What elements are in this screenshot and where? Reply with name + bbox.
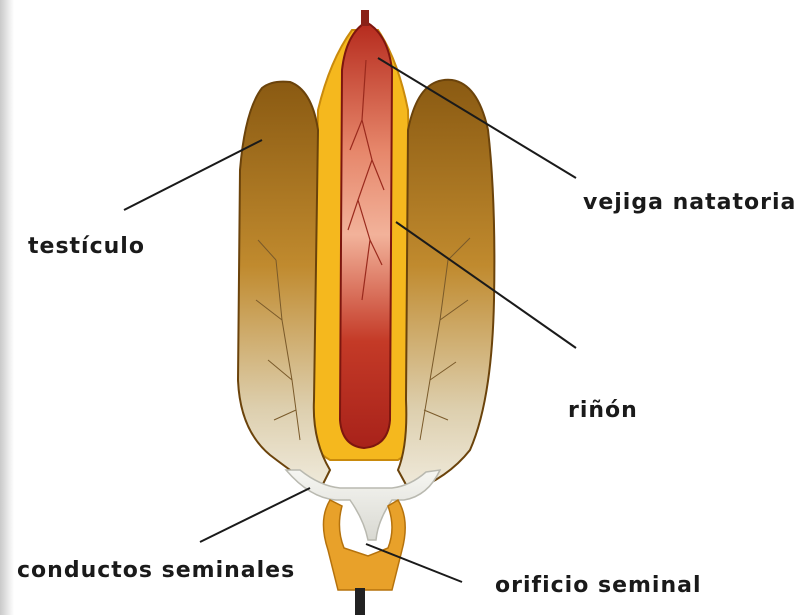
label-orificio-seminal: orificio seminal bbox=[495, 573, 702, 598]
left-testis bbox=[238, 82, 330, 490]
kidney bbox=[340, 22, 392, 448]
seminal-ducts bbox=[286, 470, 440, 540]
leader-conductos bbox=[200, 488, 310, 542]
label-testiculo: testículo bbox=[28, 234, 145, 259]
tail-stub bbox=[355, 588, 365, 615]
label-vejiga-natatoria: vejiga natatoria bbox=[583, 190, 796, 215]
right-testis bbox=[398, 80, 494, 492]
label-rinon: riñón bbox=[568, 398, 638, 423]
kidney-tip bbox=[361, 10, 369, 26]
label-conductos-seminales: conductos seminales bbox=[17, 558, 295, 583]
